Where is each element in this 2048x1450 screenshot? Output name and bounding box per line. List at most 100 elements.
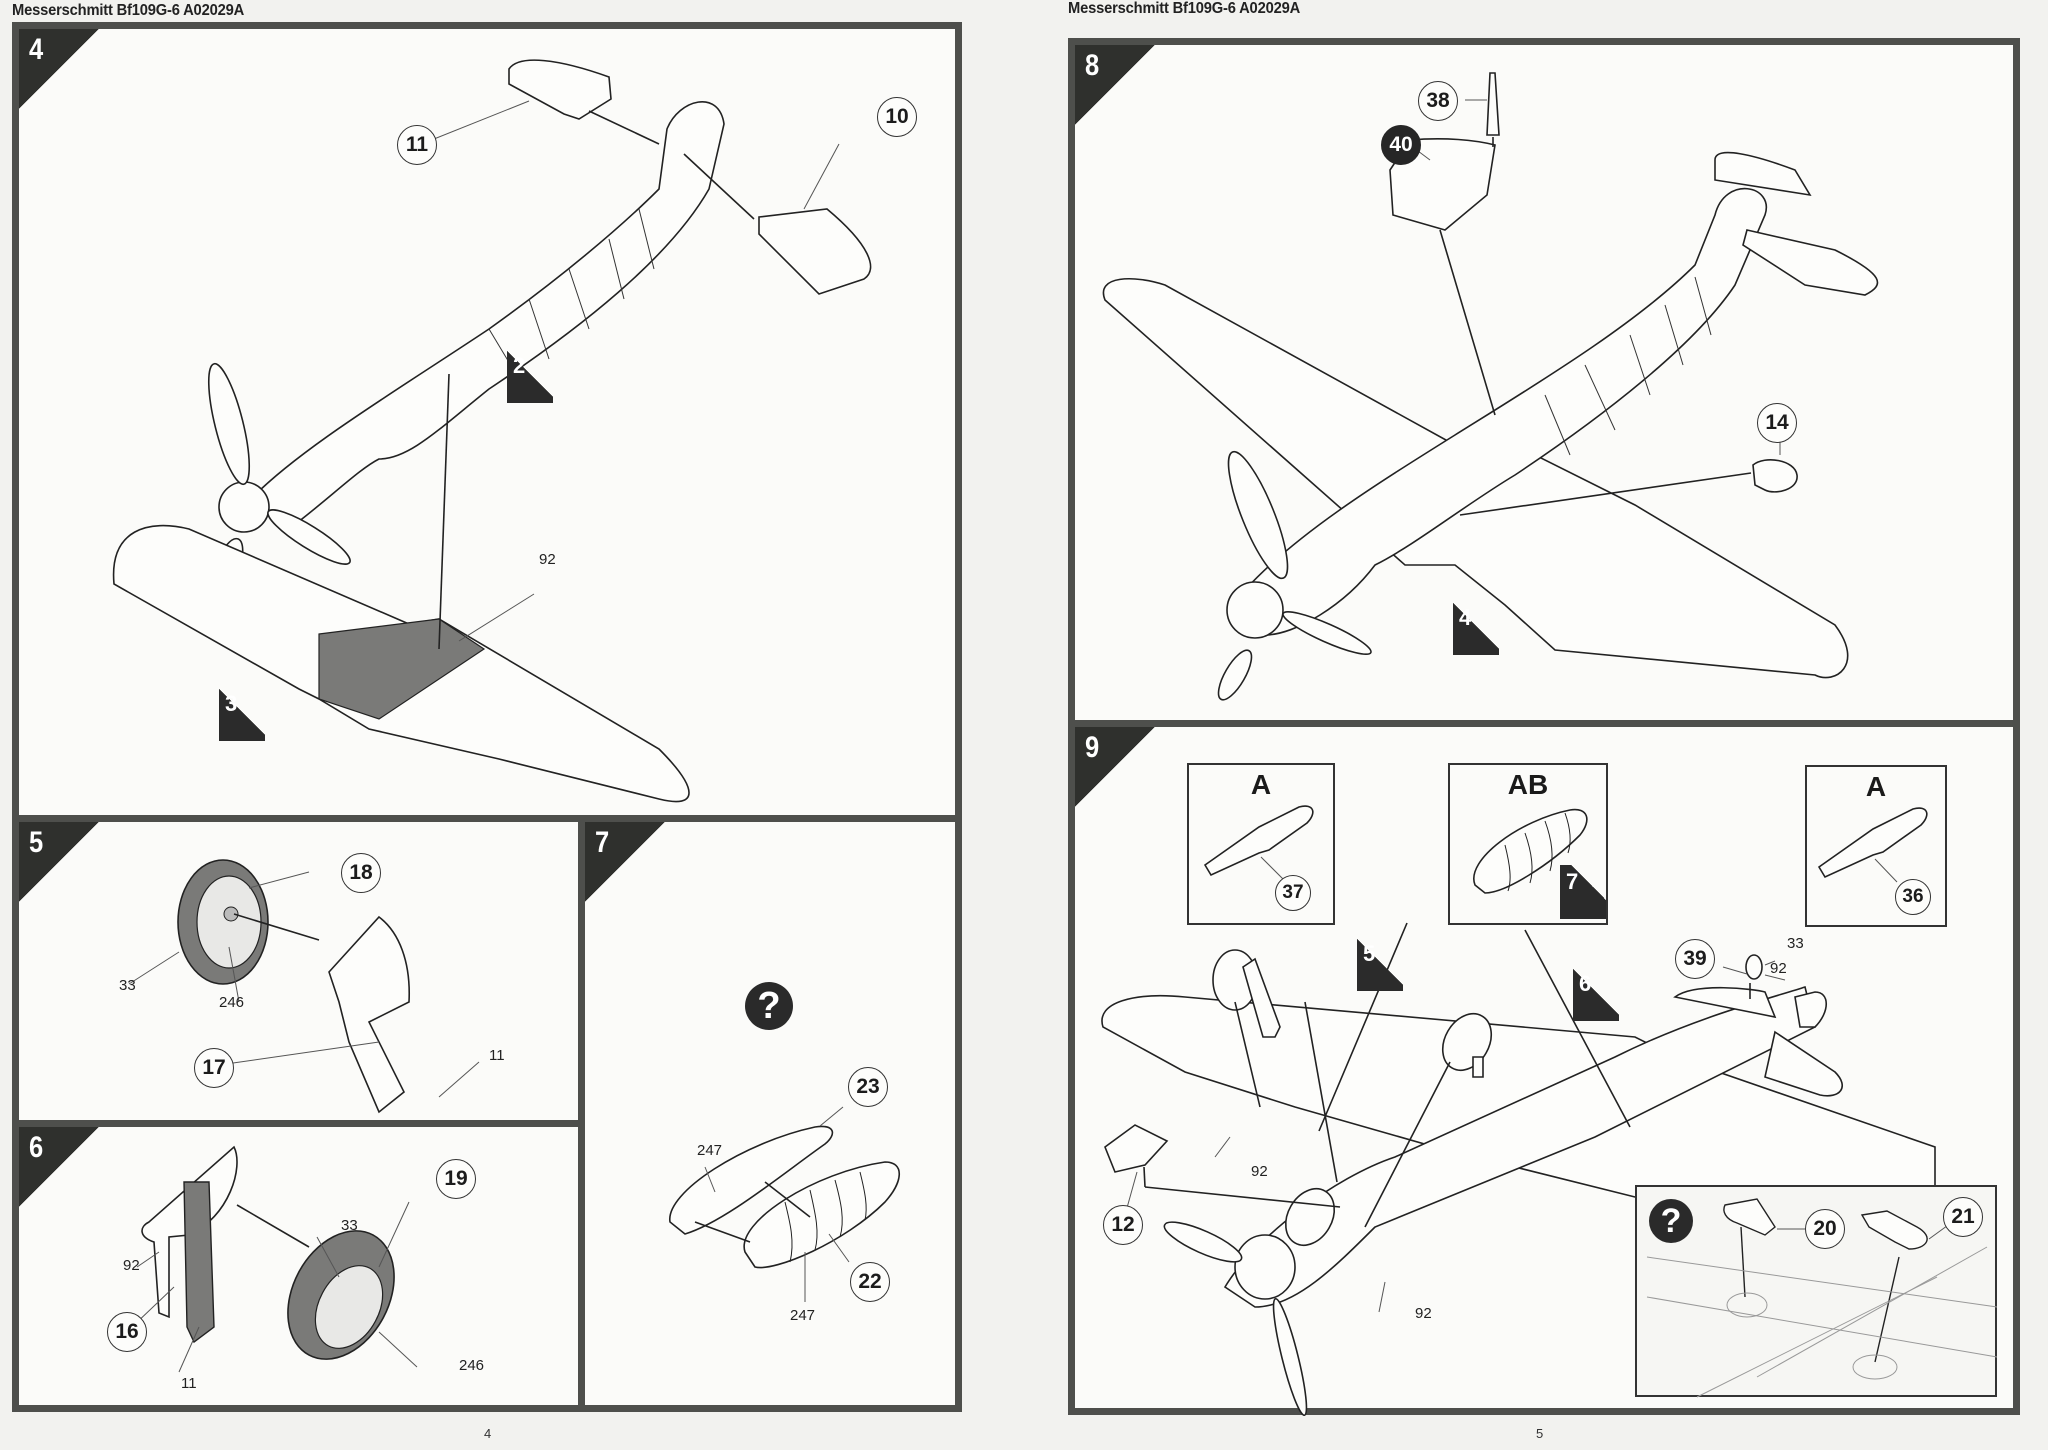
subassembly-ref: 3 bbox=[219, 687, 265, 741]
paint-ref: 33 bbox=[341, 1217, 358, 1234]
step-badge bbox=[585, 822, 665, 902]
part-callout: 38 bbox=[1418, 81, 1458, 121]
paint-ref: 11 bbox=[181, 1375, 197, 1392]
spinner bbox=[218, 481, 270, 533]
paint-ref: 92 bbox=[1251, 1163, 1268, 1180]
part-callout-clear-part: 40 bbox=[1381, 125, 1421, 165]
step-4-panel: 4 bbox=[12, 22, 962, 822]
tailplane bbox=[1742, 229, 1879, 296]
part-callout: 14 bbox=[1757, 403, 1797, 443]
tailplane bbox=[1764, 1030, 1843, 1097]
variant-box-ab: AB 7 bbox=[1448, 763, 1608, 925]
fuselage bbox=[1244, 187, 1768, 636]
paint-ref: 11 bbox=[489, 1047, 505, 1064]
optional-question-icon: ? bbox=[745, 982, 793, 1030]
variant-label: AB bbox=[1507, 769, 1549, 800]
step-6-panel: 6 19 16 92 11 33 246 bbox=[12, 1120, 585, 1412]
part-callout: 10 bbox=[877, 97, 917, 137]
fin bbox=[1794, 991, 1828, 1028]
step-badge bbox=[19, 29, 99, 109]
gear-leg-5 bbox=[1242, 957, 1281, 1038]
paint-ref: 92 bbox=[539, 551, 556, 568]
step-number: 5 bbox=[29, 826, 44, 859]
tailwheel-39 bbox=[1745, 954, 1763, 980]
part-callout: 20 bbox=[1805, 1209, 1845, 1249]
inset-illustration bbox=[1646, 1198, 1998, 1398]
paint-ref: 246 bbox=[459, 1357, 485, 1374]
variant-label: A bbox=[1250, 769, 1272, 800]
step-number: 8 bbox=[1085, 49, 1100, 82]
part-12-piece bbox=[1104, 1124, 1169, 1173]
step-badge bbox=[19, 822, 99, 902]
step-5-panel: 5 18 17 33 246 11 bbox=[12, 815, 585, 1127]
part-callout: 36 bbox=[1895, 879, 1931, 915]
page-number-left: 4 bbox=[484, 1426, 492, 1441]
variant-label: A bbox=[1865, 771, 1887, 802]
step-7-panel: 7 ? 23 22 247 247 bbox=[578, 815, 962, 1412]
prop-blade bbox=[267, 509, 351, 565]
step-number: 6 bbox=[29, 1131, 44, 1164]
page-header-right: Messerschmitt Bf109G-6 A02029A bbox=[1068, 0, 1301, 17]
part-callout: 16 bbox=[107, 1312, 147, 1352]
step-9-panel: 9 A 37 AB 7 A 36 bbox=[1068, 720, 2020, 1417]
prop-blade bbox=[1272, 1297, 1308, 1417]
step-8-illustration bbox=[1102, 72, 1879, 701]
step-number: 9 bbox=[1085, 731, 1100, 764]
spinner bbox=[1234, 1234, 1296, 1300]
part-callout: 37 bbox=[1275, 875, 1311, 911]
drop-tank-illustration bbox=[1473, 808, 1588, 894]
paint-ref: 92 bbox=[1770, 960, 1787, 977]
prop-blade bbox=[1217, 649, 1253, 701]
part-36-illustration bbox=[1817, 807, 1928, 883]
part-callout: 39 bbox=[1675, 939, 1715, 979]
wheel-hub bbox=[314, 1265, 384, 1349]
part-14-piece bbox=[1752, 459, 1798, 493]
prop-blade bbox=[207, 362, 251, 486]
step-9-illustration bbox=[1101, 922, 1936, 1417]
drop-tank-mount bbox=[669, 1125, 834, 1235]
wing-centre-shaded bbox=[318, 618, 486, 720]
part-callout: 23 bbox=[848, 1067, 888, 1107]
part-callout: 21 bbox=[1943, 1197, 1983, 1237]
subassembly-ref: 4 bbox=[1453, 601, 1499, 655]
step-6-illustration bbox=[131, 1145, 418, 1373]
paint-ref: 33 bbox=[119, 977, 136, 994]
antenna-mast bbox=[1486, 72, 1500, 136]
part-callout: 12 bbox=[1103, 1205, 1143, 1245]
page-header-left: Messerschmitt Bf109G-6 A02029A bbox=[12, 2, 245, 19]
step-badge bbox=[1075, 727, 1155, 807]
subassembly-ref: 5 bbox=[1357, 937, 1403, 991]
prop-blade bbox=[1163, 1221, 1243, 1263]
spinner bbox=[1226, 581, 1284, 639]
step-badge bbox=[1075, 45, 1155, 125]
wheel-hub bbox=[196, 875, 262, 969]
step-5-illustration bbox=[128, 859, 480, 1114]
tailplane bbox=[1714, 151, 1812, 197]
landing-gear-leg bbox=[328, 915, 410, 1114]
stabilizer-11 bbox=[508, 59, 612, 120]
part-callout: 11 bbox=[397, 125, 437, 165]
variant-box-a-left: A 37 bbox=[1187, 763, 1335, 925]
wheel-6 bbox=[1441, 1012, 1493, 1072]
prop-blade bbox=[1282, 611, 1372, 655]
paint-ref: 247 bbox=[697, 1142, 723, 1159]
gear-leg-6 bbox=[1472, 1056, 1484, 1078]
drop-tank bbox=[743, 1161, 900, 1269]
fuselage bbox=[249, 101, 725, 531]
paint-ref: 246 bbox=[219, 994, 245, 1011]
paint-ref: 92 bbox=[123, 1257, 140, 1274]
inset-optional-detail: ? 20 21 bbox=[1635, 1185, 1998, 1398]
step-badge bbox=[19, 1127, 99, 1207]
subassembly-ref: 6 bbox=[1573, 967, 1619, 1021]
subassembly-ref: 2 bbox=[507, 349, 553, 403]
step-8-panel: 8 bbox=[1068, 38, 2020, 728]
part-37-illustration bbox=[1203, 805, 1314, 881]
variant-box-a-right: A 36 bbox=[1805, 765, 1947, 927]
step-4-illustration bbox=[112, 59, 872, 803]
step-7-illustration bbox=[669, 1106, 900, 1302]
paint-ref: 247 bbox=[790, 1307, 816, 1324]
part-callout: 17 bbox=[194, 1048, 234, 1088]
part-callout: 19 bbox=[436, 1159, 476, 1199]
gear-strut bbox=[183, 1181, 215, 1344]
part-callout: 18 bbox=[341, 853, 381, 893]
